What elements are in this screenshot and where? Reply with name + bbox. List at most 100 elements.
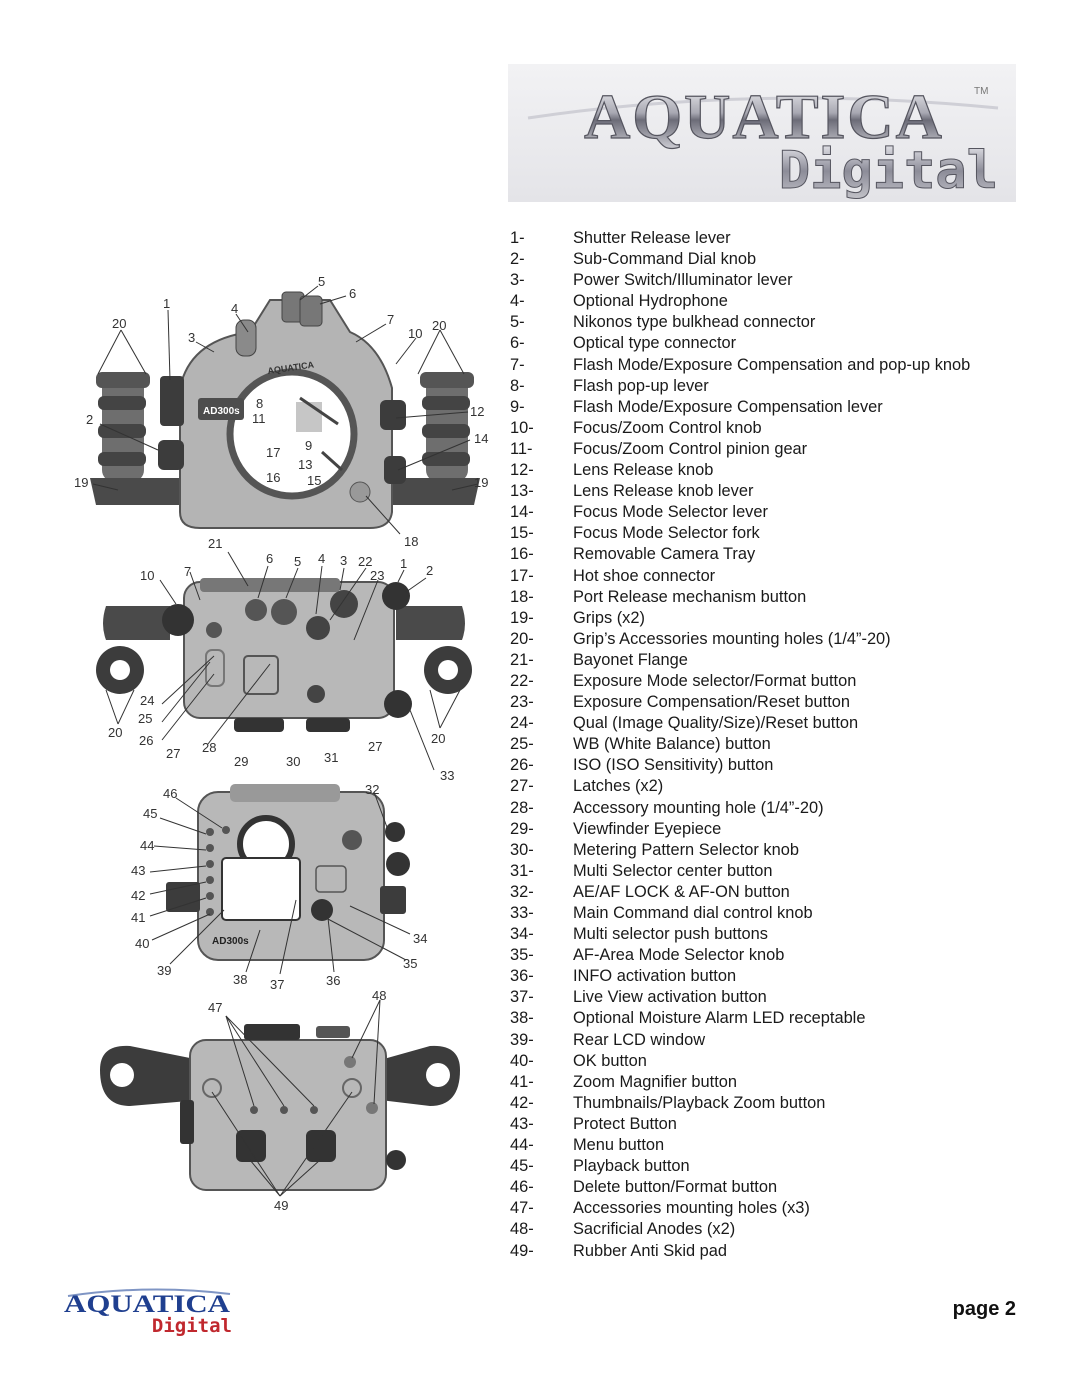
legend-item-label: Sacrificial Anodes (x2): [573, 1220, 736, 1239]
legend-item: 45-Playback button: [510, 1156, 1050, 1177]
legend-item: 49-Rubber Anti Skid pad: [510, 1241, 1050, 1262]
legend-item-label: Focus Mode Selector fork: [573, 524, 760, 543]
legend-item-label: Flash Mode/Exposure Compensation lever: [573, 397, 883, 416]
legend-item-label: WB (White Balance) button: [573, 735, 771, 754]
callout: 42: [131, 888, 145, 903]
callout: 18: [404, 534, 418, 549]
callout: 40: [135, 936, 149, 951]
legend-item-number: 16-: [510, 545, 534, 564]
legend-item: 2-Sub-Command Dial knob: [510, 249, 1050, 270]
top-housing-body: [96, 578, 472, 732]
legend-item-number: 21-: [510, 650, 534, 669]
callout: 5: [294, 554, 301, 569]
legend-item-number: 30-: [510, 840, 534, 859]
legend-item-number: 44-: [510, 1136, 534, 1155]
legend-item: 11-Focus/Zoom Control pinion gear: [510, 439, 1050, 460]
legend-item-number: 29-: [510, 819, 534, 838]
legend-item-number: 33-: [510, 904, 534, 922]
legend-item: 29-Viewfinder Eyepiece: [510, 819, 1050, 840]
header-logo: AQUATICA TM Digital: [508, 64, 1016, 202]
legend-item-label: Flash Mode/Exposure Compensation and pop…: [573, 355, 971, 374]
legend-item: 23-Exposure Compensation/Reset button: [510, 692, 1050, 713]
legend-item: 46-Delete button/Format button: [510, 1177, 1050, 1198]
legend-item: 42- Thumbnails/Playback Zoom button: [510, 1093, 1050, 1114]
front-model-badge: AD300s: [203, 406, 240, 417]
legend-item-label: Optical type connector: [573, 334, 737, 353]
page-number: page 2: [952, 1298, 1016, 1320]
legend-item-number: 38-: [510, 1009, 534, 1028]
legend-item: 19-Grips (x2): [510, 608, 1050, 629]
callout: 25: [138, 711, 152, 726]
legend-item: 17-Hot shoe connector: [510, 566, 1050, 587]
legend-item: 36-INFO activation button: [510, 966, 1050, 987]
legend-item-label: Thumbnails/Playback Zoom button: [573, 1093, 826, 1112]
callout: 12: [470, 404, 484, 419]
legend-item-number: 35-: [510, 946, 534, 965]
callout: 33: [440, 768, 454, 783]
callout: 34: [413, 931, 427, 946]
right-grip: [380, 372, 480, 505]
legend-item-number: 22-: [510, 671, 534, 690]
callout: 1: [163, 296, 170, 311]
callout: 20: [108, 725, 122, 740]
callout: 6: [266, 551, 273, 566]
legend-item: 35-AF-Area Mode Selector knob: [510, 945, 1050, 966]
callout: 49: [274, 1198, 288, 1213]
legend-item: 15- Focus Mode Selector fork: [510, 523, 1050, 544]
legend-item-label: Lens Release knob lever: [573, 482, 754, 501]
legend-item-label: Nikonos type bulkhead connector: [573, 313, 816, 332]
callout: 41: [131, 910, 145, 925]
legend-item-number: 10-: [510, 418, 534, 437]
legend-item-number: 15-: [510, 524, 534, 543]
legend-item-label: Qual (Image Quality/Size)/Reset button: [573, 714, 859, 733]
legend-item-label: Multi Selector center button: [573, 861, 773, 880]
callout: 17: [266, 445, 280, 460]
legend-item: 8- Flash pop-up lever: [510, 376, 1050, 397]
callout: 27: [368, 739, 382, 754]
legend-item: 32-AE/AF LOCK & AF-ON button: [510, 882, 1050, 903]
legend-item-number: 42-: [510, 1093, 534, 1112]
callout: 44: [140, 838, 154, 853]
callout: 37: [270, 977, 284, 992]
legend-item-label: Flash pop-up lever: [573, 376, 709, 395]
legend-item-label: Latches (x2): [573, 777, 664, 796]
legend-item: 10-Focus/Zoom Control knob: [510, 418, 1050, 439]
callout: 46: [163, 786, 177, 801]
callout: 26: [139, 733, 153, 748]
legend-item-number: 11-: [510, 439, 533, 458]
callout: 43: [131, 863, 145, 878]
legend-item: 48-Sacrificial Anodes (x2): [510, 1219, 1050, 1240]
legend-item-number: 17-: [510, 566, 534, 585]
legend-item-number: 3-: [510, 271, 525, 290]
callout: 2: [426, 563, 433, 578]
legend-item-label: Focus Mode Selector lever: [573, 503, 768, 522]
legend-item: 5-Nikonos type bulkhead connector: [510, 312, 1050, 333]
legend-item: 18-Port Release mechanism button: [510, 587, 1050, 608]
callout: 30: [286, 754, 300, 769]
housing-top-view: 1 2 3 4 5 6 7 10 20 20 21 22 23 24 25 26…: [96, 536, 472, 783]
legend-item: 43-Protect Button: [510, 1114, 1050, 1135]
top-callouts: 1 2 3 4 5 6 7 10 20 20 21 22 23 24 25 26…: [108, 536, 454, 783]
legend-item-number: 26-: [510, 756, 534, 775]
housing-back-view: AD300s 32 34 35 36 37 38 39 40 41 42 43 …: [131, 782, 427, 992]
back-leader-lines: [149, 791, 411, 975]
legend-item: 4-Optional Hydrophone: [510, 291, 1050, 312]
callout: 32: [365, 782, 379, 797]
callout: 38: [233, 972, 247, 987]
legend-item: 25-WB (White Balance) button: [510, 734, 1050, 755]
bottom-leader-lines: [211, 999, 381, 1197]
legend-item: 41-Zoom Magnifier button: [510, 1072, 1050, 1093]
legend-item-label: Menu button: [573, 1136, 665, 1155]
footer-logo: AQUATICA Digital: [62, 1286, 238, 1337]
legend-item-label: Grips (x2): [573, 608, 645, 627]
callout: 6: [349, 286, 356, 301]
legend-item-label: Accessories mounting holes (x3): [573, 1199, 810, 1218]
bottom-housing-body: [100, 1024, 460, 1191]
legend-item-number: 8-: [510, 376, 525, 395]
legend-item-number: 36-: [510, 967, 534, 986]
legend-item-label: Rubber Anti Skid pad: [573, 1241, 727, 1260]
legend-item: 28-Accessory mounting hole (1/4”-20): [510, 798, 1050, 819]
legend-item-label: Rear LCD window: [573, 1030, 706, 1049]
legend-item: 47-Accessories mounting holes (x3): [510, 1198, 1050, 1219]
callout: 23: [370, 568, 384, 583]
